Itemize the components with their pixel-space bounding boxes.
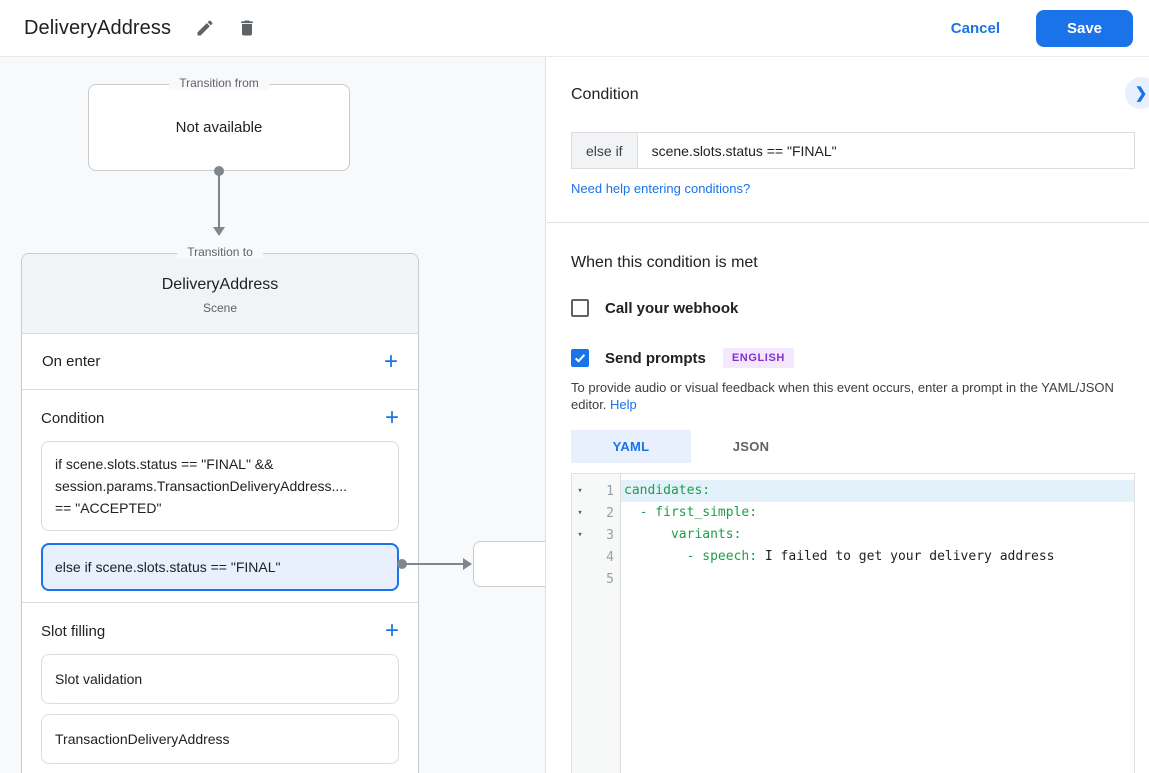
check-icon xyxy=(573,351,587,365)
page-title: DeliveryAddress xyxy=(24,16,172,39)
line-number: 2 xyxy=(606,505,614,521)
code-token: variants: xyxy=(624,527,742,542)
send-prompts-row: Send prompts ENGLISH xyxy=(571,348,794,368)
condition-section: Condition + if scene.slots.status == "FI… xyxy=(22,390,418,603)
code-line[interactable]: variants: xyxy=(621,524,1134,546)
language-badge: ENGLISH xyxy=(722,348,794,368)
add-on-enter-button[interactable]: + xyxy=(383,347,398,375)
condition-heading: Condition xyxy=(571,86,639,103)
connector-line xyxy=(406,563,464,565)
cancel-button[interactable]: Cancel xyxy=(935,12,1016,45)
code-line[interactable]: - speech: I failed to get your delivery … xyxy=(621,546,1134,568)
slot-filling-section: Slot filling + Slot validation Transacti… xyxy=(22,603,418,773)
gutter-line: 4 xyxy=(572,546,620,568)
line-number: 3 xyxy=(606,527,614,543)
send-prompts-label: Send prompts xyxy=(605,349,706,367)
add-condition-button[interactable]: + xyxy=(384,404,399,431)
connector-line xyxy=(218,175,220,228)
arrow-right-icon xyxy=(463,558,472,570)
connector-dot xyxy=(397,559,407,569)
gutter-line: ▾3 xyxy=(572,524,620,546)
line-number: 4 xyxy=(606,549,614,565)
scene-card-title: DeliveryAddress xyxy=(161,276,279,293)
scene-card-subtitle: Scene xyxy=(202,301,238,315)
on-enter-label: On enter xyxy=(42,353,101,370)
code-line[interactable] xyxy=(621,568,1134,590)
fold-arrow-icon[interactable]: ▾ xyxy=(577,508,583,518)
condition-section-label: Condition xyxy=(41,409,105,427)
send-prompts-checkbox[interactable] xyxy=(571,349,589,367)
panel-divider xyxy=(547,222,1149,223)
arrow-down-icon xyxy=(213,227,225,236)
top-bar: DeliveryAddress Cancel Save xyxy=(0,0,1149,57)
trash-icon xyxy=(237,18,257,38)
tab-json[interactable]: JSON xyxy=(732,439,770,454)
slot-filling-label: Slot filling xyxy=(41,622,106,640)
scene-card-header[interactable]: DeliveryAddress Scene xyxy=(22,254,418,334)
chevron-right-icon: ❯ xyxy=(1134,85,1148,102)
editor-tabs: YAML JSON xyxy=(571,430,811,463)
save-button[interactable]: Save xyxy=(1036,9,1133,47)
line-number: 5 xyxy=(606,571,614,587)
slot-item[interactable]: Slot validation xyxy=(41,654,399,704)
condition-operator-label: else if xyxy=(571,132,638,169)
scene-card: Transition to DeliveryAddress Scene On e… xyxy=(21,245,419,773)
gutter-line: ▾2 xyxy=(572,502,620,524)
transition-to-legend: Transition to xyxy=(177,245,263,259)
slot-item[interactable]: TransactionDeliveryAddress xyxy=(41,714,399,764)
code-token: - speech: xyxy=(624,549,758,564)
editor-code[interactable]: candidates: - first_simple: variants: - … xyxy=(621,474,1134,773)
code-token: I failed to get your delivery address xyxy=(757,549,1055,564)
pencil-icon xyxy=(195,18,215,38)
tab-yaml[interactable]: YAML xyxy=(571,430,691,463)
line-number: 1 xyxy=(606,483,614,499)
collapse-panel-button[interactable]: ❯ xyxy=(1125,77,1149,109)
condition-item-selected[interactable]: else if scene.slots.status == "FINAL" xyxy=(41,543,399,591)
edit-button[interactable] xyxy=(185,8,225,48)
on-enter-row[interactable]: On enter + xyxy=(22,334,418,390)
transition-from-content: Not available xyxy=(175,119,263,136)
webhook-label: Call your webhook xyxy=(605,299,739,317)
condition-item[interactable]: if scene.slots.status == "FINAL" && sess… xyxy=(41,441,399,531)
scene-diagram-canvas: Transition from Not available Transition… xyxy=(0,57,546,773)
condition-detail-panel: Condition ❯ else if scene.slots.status =… xyxy=(547,57,1149,773)
when-condition-met-heading: When this condition is met xyxy=(571,254,758,271)
transition-from-box[interactable]: Transition from Not available xyxy=(88,76,350,171)
transition-target-box[interactable] xyxy=(473,541,545,587)
code-line[interactable]: - first_simple: xyxy=(621,502,1134,524)
conditions-help-link[interactable]: Need help entering conditions? xyxy=(571,181,751,196)
prompt-helper-text: To provide audio or visual feedback when… xyxy=(571,379,1133,413)
prompt-help-link[interactable]: Help xyxy=(610,397,637,412)
code-token: - first_simple: xyxy=(624,505,758,520)
connector-dot xyxy=(214,166,224,176)
transition-from-legend: Transition from xyxy=(169,76,269,90)
condition-expression-input[interactable]: scene.slots.status == "FINAL" xyxy=(637,132,1135,169)
code-line[interactable]: candidates: xyxy=(621,480,1134,502)
code-token: candidates: xyxy=(624,483,711,498)
helper-text-body: To provide audio or visual feedback when… xyxy=(571,380,1114,412)
fold-arrow-icon[interactable]: ▾ xyxy=(577,530,583,540)
gutter-line: 5 xyxy=(572,568,620,590)
webhook-checkbox[interactable] xyxy=(571,299,589,317)
delete-button[interactable] xyxy=(227,8,267,48)
webhook-row: Call your webhook xyxy=(571,299,738,317)
gutter-line: ▾1 xyxy=(572,480,620,502)
condition-expression-row: else if scene.slots.status == "FINAL" xyxy=(571,132,1135,169)
fold-arrow-icon[interactable]: ▾ xyxy=(577,486,583,496)
add-slot-button[interactable]: + xyxy=(384,617,399,644)
